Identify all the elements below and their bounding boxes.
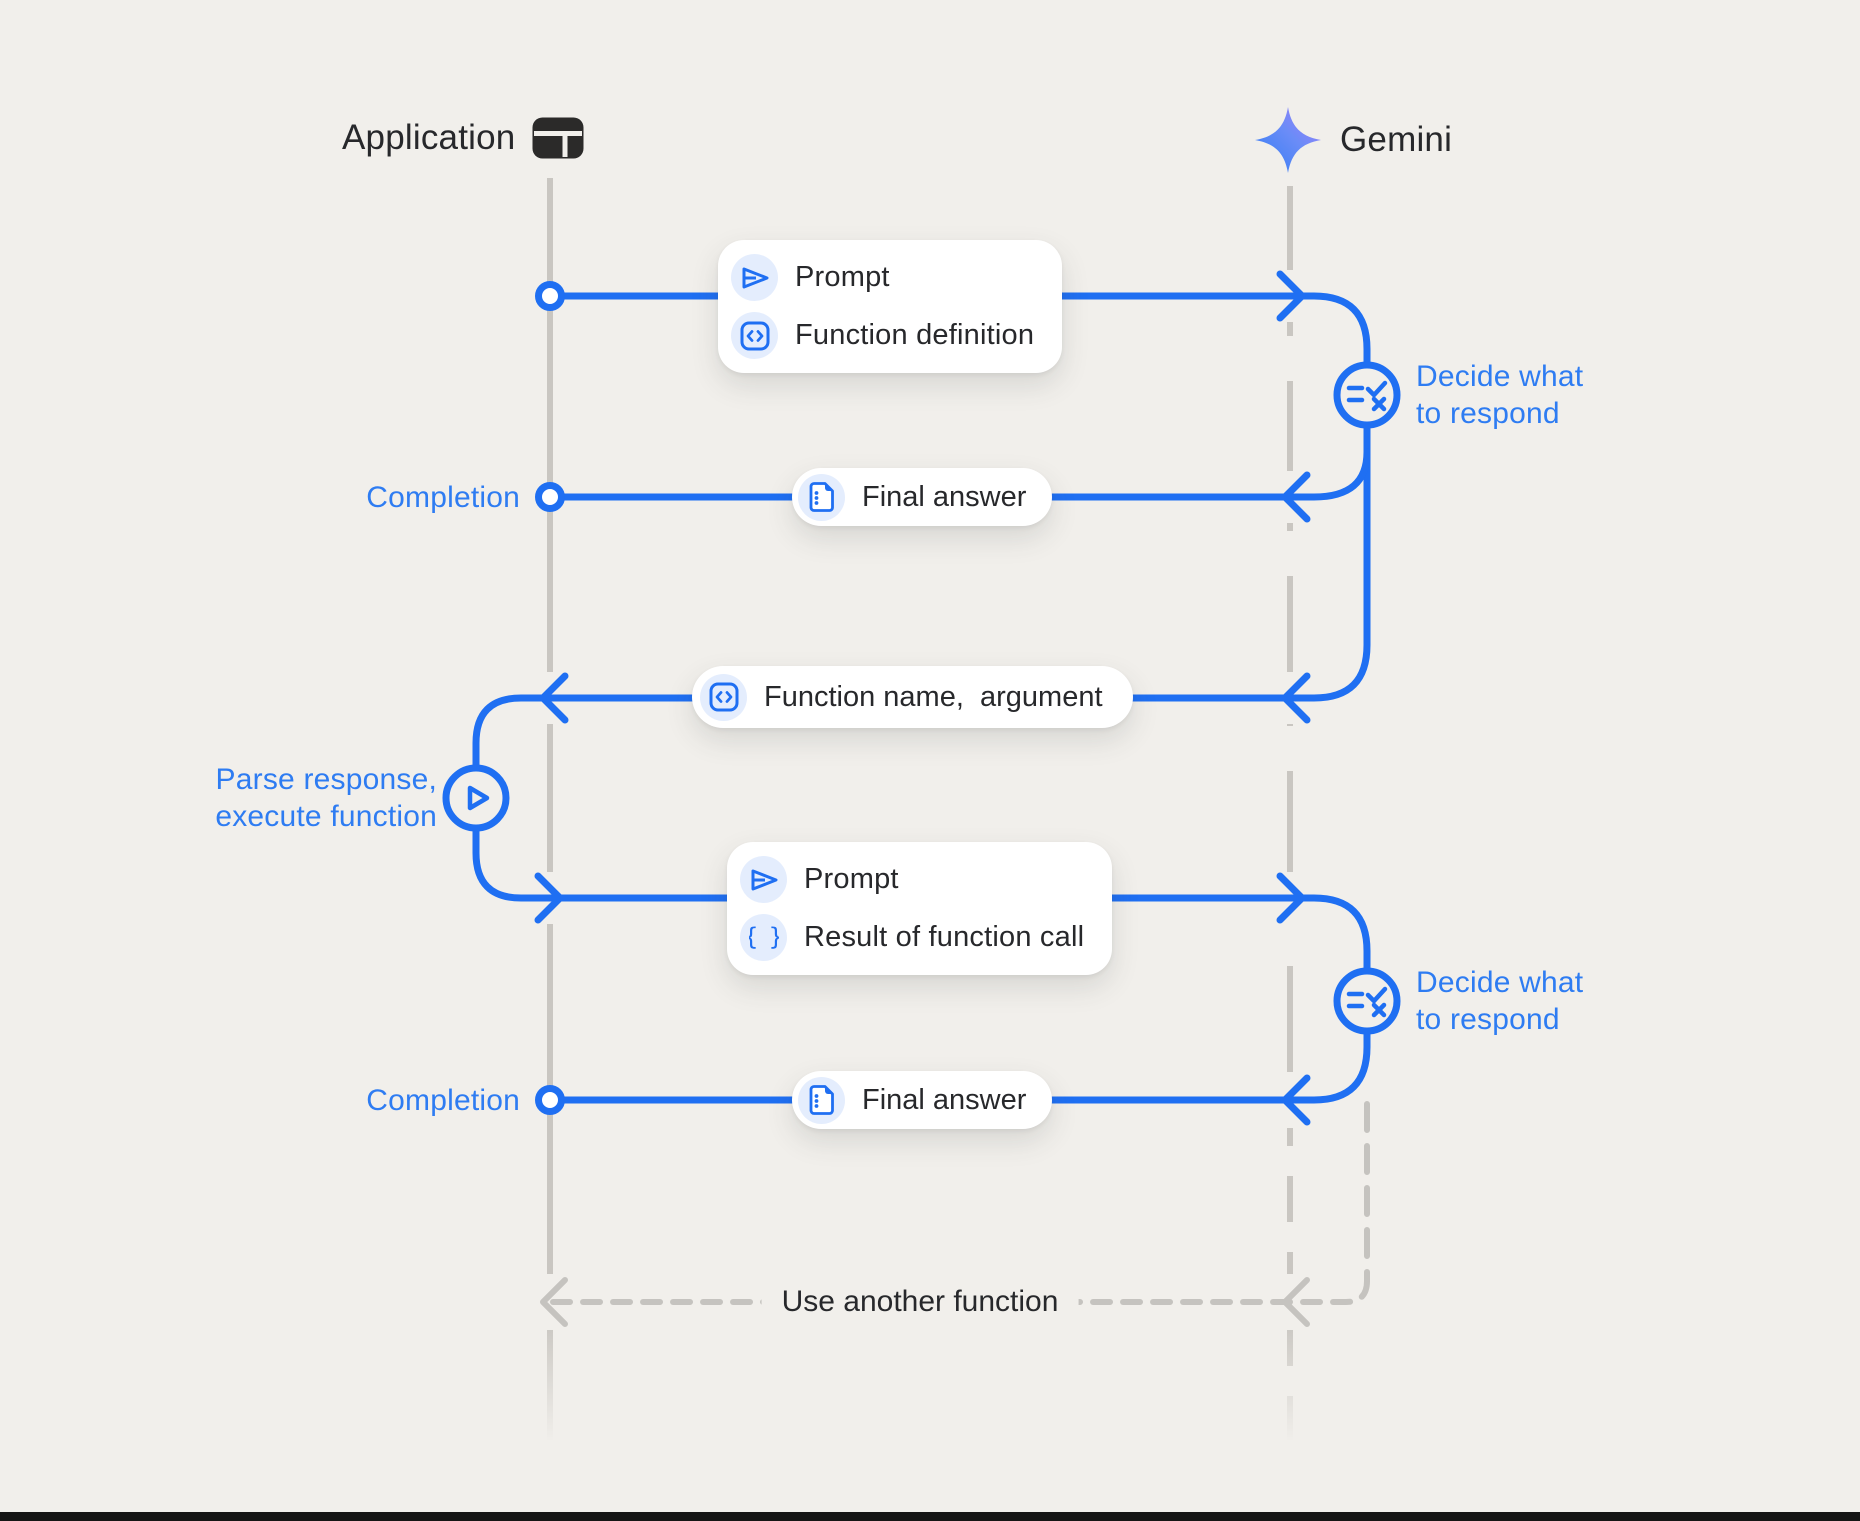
- message-box-prompt-function-definition: Prompt Function definition: [718, 240, 1063, 373]
- message-box-final-answer: Final answer: [792, 1071, 1053, 1129]
- message-label: Final answer: [862, 480, 1027, 513]
- message-row: { } Result of function call: [740, 914, 1084, 961]
- parse-execute-label: Parse response, execute function: [215, 761, 437, 835]
- message-box-final-answer: Final answer: [792, 468, 1053, 526]
- execute-function-icon: [442, 764, 510, 832]
- message-label: Final answer: [862, 1083, 1027, 1116]
- gemini-sparkle-icon: [1255, 107, 1321, 173]
- send-icon: [731, 254, 778, 301]
- decide-label: Decide what to respond: [1416, 964, 1583, 1038]
- message-box-prompt-result: Prompt { } Result of function call: [727, 842, 1113, 975]
- document-icon: [798, 473, 845, 521]
- decide-label-line2: to respond: [1416, 397, 1560, 430]
- completion-dot: [535, 482, 565, 512]
- decide-what-to-respond-icon: [1333, 361, 1401, 429]
- message-start-dot: [535, 281, 565, 311]
- message-row: Prompt: [740, 856, 1084, 903]
- completion-label: Completion: [366, 481, 520, 514]
- blue-arrowheads: [534, 270, 1311, 1126]
- arrow-right-icon: [1276, 872, 1306, 924]
- message-label: Function name, argument: [764, 680, 1103, 713]
- actor-gemini: Gemini: [1252, 100, 1452, 180]
- gray-arrow-left-icon: [540, 1277, 568, 1327]
- decide-label-line1: Decide what: [1416, 360, 1584, 393]
- decide-what-to-respond-icon: [1333, 967, 1401, 1035]
- use-another-function-label: Use another function: [761, 1281, 1079, 1323]
- decide-label: Decide what to respond: [1416, 358, 1583, 432]
- arrow-left-icon: [1281, 1074, 1311, 1126]
- code-icon: [700, 673, 747, 721]
- arrow-left-icon: [539, 672, 569, 724]
- application-label: Application: [342, 118, 516, 157]
- message-row: Prompt: [731, 254, 1034, 301]
- message-label: Prompt: [795, 261, 890, 293]
- message-box-function-name-argument: Function name, argument: [692, 666, 1133, 728]
- message-label: Function definition: [795, 319, 1035, 351]
- decide-label-line1: Decide what: [1416, 966, 1584, 999]
- app-window-icon: [532, 117, 584, 159]
- parse-label-line2: execute function: [215, 800, 437, 833]
- braces-icon: { }: [740, 914, 787, 961]
- lifeline-crossing-gaps: [541, 270, 1299, 1330]
- message-row: Function definition: [731, 312, 1034, 359]
- gemini-label: Gemini: [1340, 120, 1453, 159]
- completion-label: Completion: [366, 1084, 520, 1117]
- bottom-edge-bar: [0, 1512, 1860, 1521]
- arrow-left-icon: [1281, 471, 1311, 523]
- message-label: Prompt: [804, 863, 899, 895]
- gray-arrow-left-icon: [1282, 1277, 1310, 1327]
- arrow-left-icon: [1281, 672, 1311, 724]
- arrow-right-icon: [534, 872, 564, 924]
- send-icon: [740, 856, 787, 903]
- decide-label-line2: to respond: [1416, 1003, 1560, 1036]
- svg-text:{ }: { }: [749, 923, 779, 951]
- endpoint-circles: [535, 281, 565, 1115]
- use-another-function-path: [540, 1101, 1370, 1327]
- completion-dot: [535, 1085, 565, 1115]
- arrow-right-icon: [1276, 270, 1306, 322]
- code-icon: [731, 312, 778, 359]
- document-icon: [798, 1076, 845, 1124]
- message-label: Result of function call: [804, 921, 1085, 953]
- actor-application: Application: [342, 112, 585, 164]
- parse-label-line1: Parse response,: [215, 763, 437, 796]
